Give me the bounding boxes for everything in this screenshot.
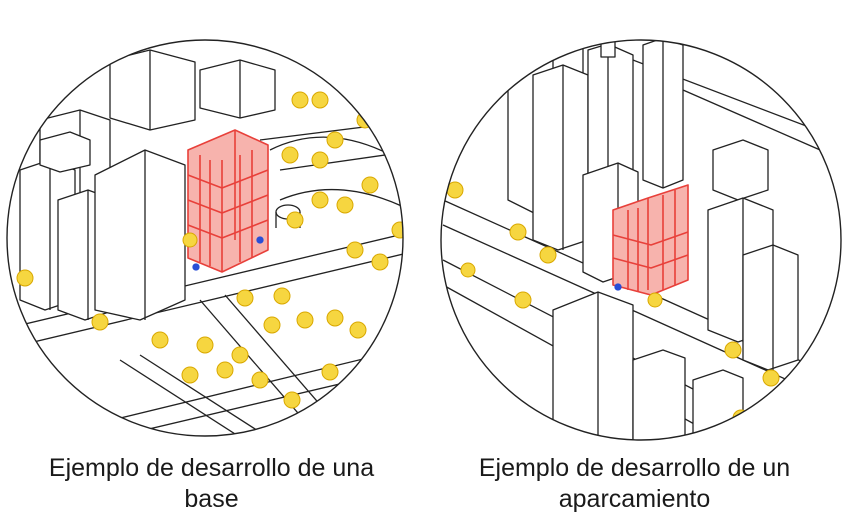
city-vignette-left (6, 39, 404, 437)
white-towers (19, 131, 186, 321)
panel-parking-example: Ejemplo de desarrollo de un aparcamiento (423, 0, 846, 521)
panel-base-example: Ejemplo de desarrollo de una base (0, 39, 423, 515)
city-vignette-right (440, 39, 842, 441)
caption-line-2: aparcamiento (558, 485, 711, 513)
highlighted-building (612, 184, 689, 296)
highlighted-building (187, 129, 269, 273)
vignette-border (6, 39, 404, 437)
caption: Ejemplo de desarrollo de un aparcamiento (423, 453, 846, 515)
marker-points (614, 283, 622, 291)
caption-line-1: Ejemplo de desarrollo de un (478, 454, 791, 482)
caption-line-2: base (184, 485, 239, 513)
trees (16, 91, 403, 409)
mid-buildings (552, 139, 799, 440)
caption: Ejemplo de desarrollo de una base (0, 453, 423, 515)
caption-line-1: Ejemplo de desarrollo de una (48, 454, 375, 482)
marker-points (192, 236, 264, 271)
vignette-border (440, 39, 842, 441)
trees (446, 181, 780, 427)
